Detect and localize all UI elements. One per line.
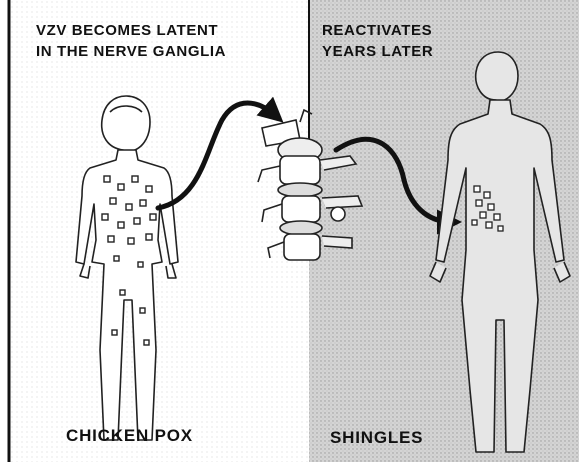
chicken-pox-caption: CHICKEN POX [66,426,193,446]
left-heading-line-1: VZV BECOMES LATENT [36,20,226,41]
right-heading: REACTIVATES YEARS LATER [322,20,433,62]
left-heading: VZV BECOMES LATENT IN THE NERVE GANGLIA [36,20,226,62]
right-heading-line-1: REACTIVATES [322,20,433,41]
right-heading-line-2: YEARS LATER [322,41,433,62]
shingles-caption: SHINGLES [330,428,423,448]
left-heading-line-2: IN THE NERVE GANGLIA [36,41,226,62]
